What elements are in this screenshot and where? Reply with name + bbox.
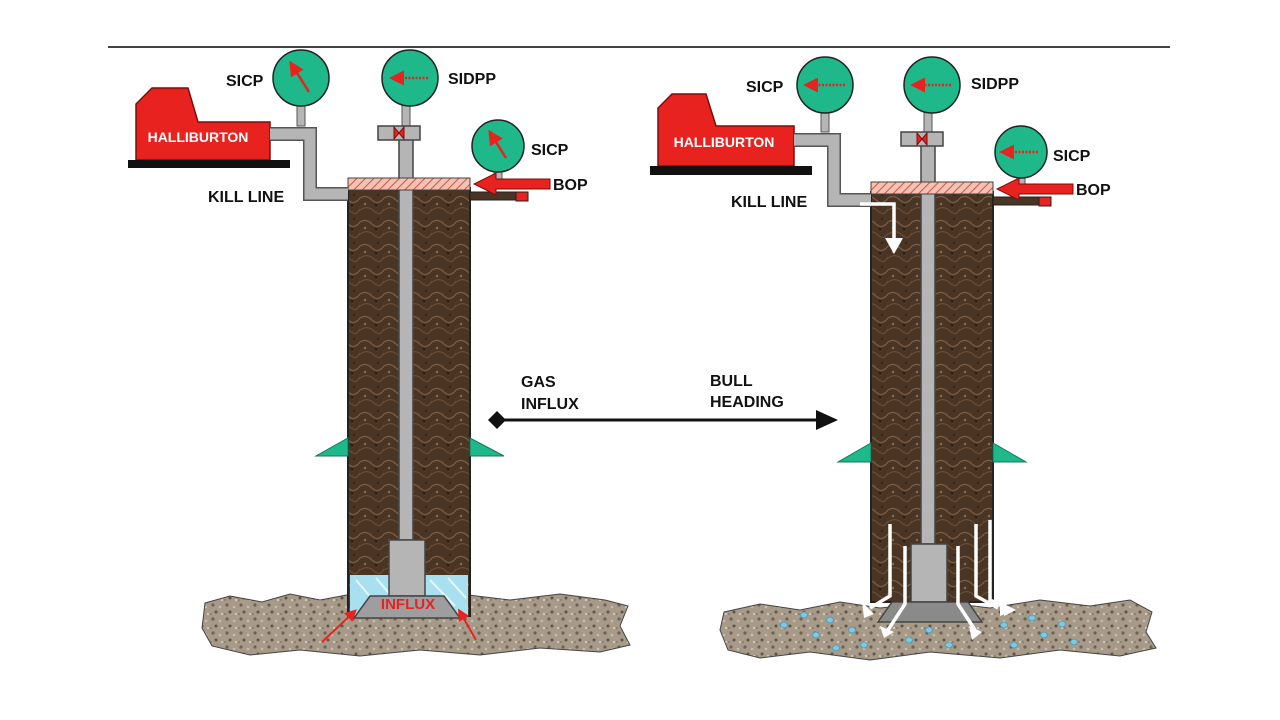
drill-pipe (398, 137, 414, 541)
bullhead-flow-arrows (869, 520, 1007, 631)
drill-collar (388, 539, 426, 597)
halliburton-label: HALLIBURTON (148, 129, 249, 145)
left-well: HALLIBURTON KILL LINE SICP SIDPP SICP (128, 49, 631, 657)
valve-icon (916, 131, 928, 147)
kill-line-label: KILL LINE (731, 194, 807, 211)
sicp-annulus-label: SICP (531, 142, 569, 159)
sidpp-gauge-label: SIDPP (971, 76, 1019, 93)
gauge-icon (272, 49, 330, 107)
gauge-icon (994, 125, 1048, 179)
bull-heading-label-line1: BULL (710, 373, 753, 390)
bop-stack (870, 181, 994, 195)
sidpp-gauge-label: SIDPP (448, 71, 496, 88)
arrow-icon (458, 608, 477, 641)
unit-skid (650, 166, 812, 175)
right-well: HALLIBURTON KILL LINE SICP SIDPP SICP (650, 56, 1157, 661)
valve-icon (393, 125, 405, 141)
bop-label: BOP (1076, 182, 1111, 199)
casing-shoe-left (314, 437, 349, 457)
gauge-icon (381, 49, 439, 107)
gas-bubbles (779, 611, 1079, 652)
bop-stack (347, 177, 471, 191)
casing-shoe-right (992, 442, 1028, 463)
sicp-annulus-label: SICP (1053, 148, 1091, 165)
arrow-icon (816, 410, 838, 430)
ground-formation (201, 593, 631, 657)
casing-shoe-right (469, 437, 505, 457)
bop-arrow-icon (472, 172, 551, 196)
bull-heading-label-line2: HEADING (710, 394, 784, 411)
bullhead-arrowheads (862, 602, 1016, 640)
arrow-icon (860, 202, 896, 242)
bop-arrow-icon (995, 177, 1074, 201)
gauge-icon (471, 119, 525, 173)
influx-label: INFLUX (381, 596, 435, 613)
halliburton-unit (657, 93, 795, 167)
kill-line-label: KILL LINE (208, 189, 284, 206)
gauge-icon (796, 56, 854, 114)
gas-influx-label-line2: INFLUX (521, 396, 579, 413)
drill-pipe (920, 143, 936, 545)
sicp-gauge-label: SICP (746, 79, 784, 96)
ground-formation (719, 599, 1157, 661)
gas-influx-label-line1: GAS (521, 374, 556, 391)
halliburton-unit (135, 87, 271, 161)
halliburton-label: HALLIBURTON (674, 134, 775, 150)
bop-label: BOP (553, 177, 588, 194)
drill-collar (910, 543, 948, 603)
gauge-icon (903, 56, 961, 114)
arrow-icon (321, 609, 357, 643)
transition-arrow: GAS INFLUX BULL HEADING (488, 373, 838, 430)
casing-shoe-left (836, 442, 872, 463)
diamond-icon (488, 411, 506, 429)
sicp-gauge-label: SICP (226, 73, 264, 90)
unit-skid (128, 160, 290, 168)
